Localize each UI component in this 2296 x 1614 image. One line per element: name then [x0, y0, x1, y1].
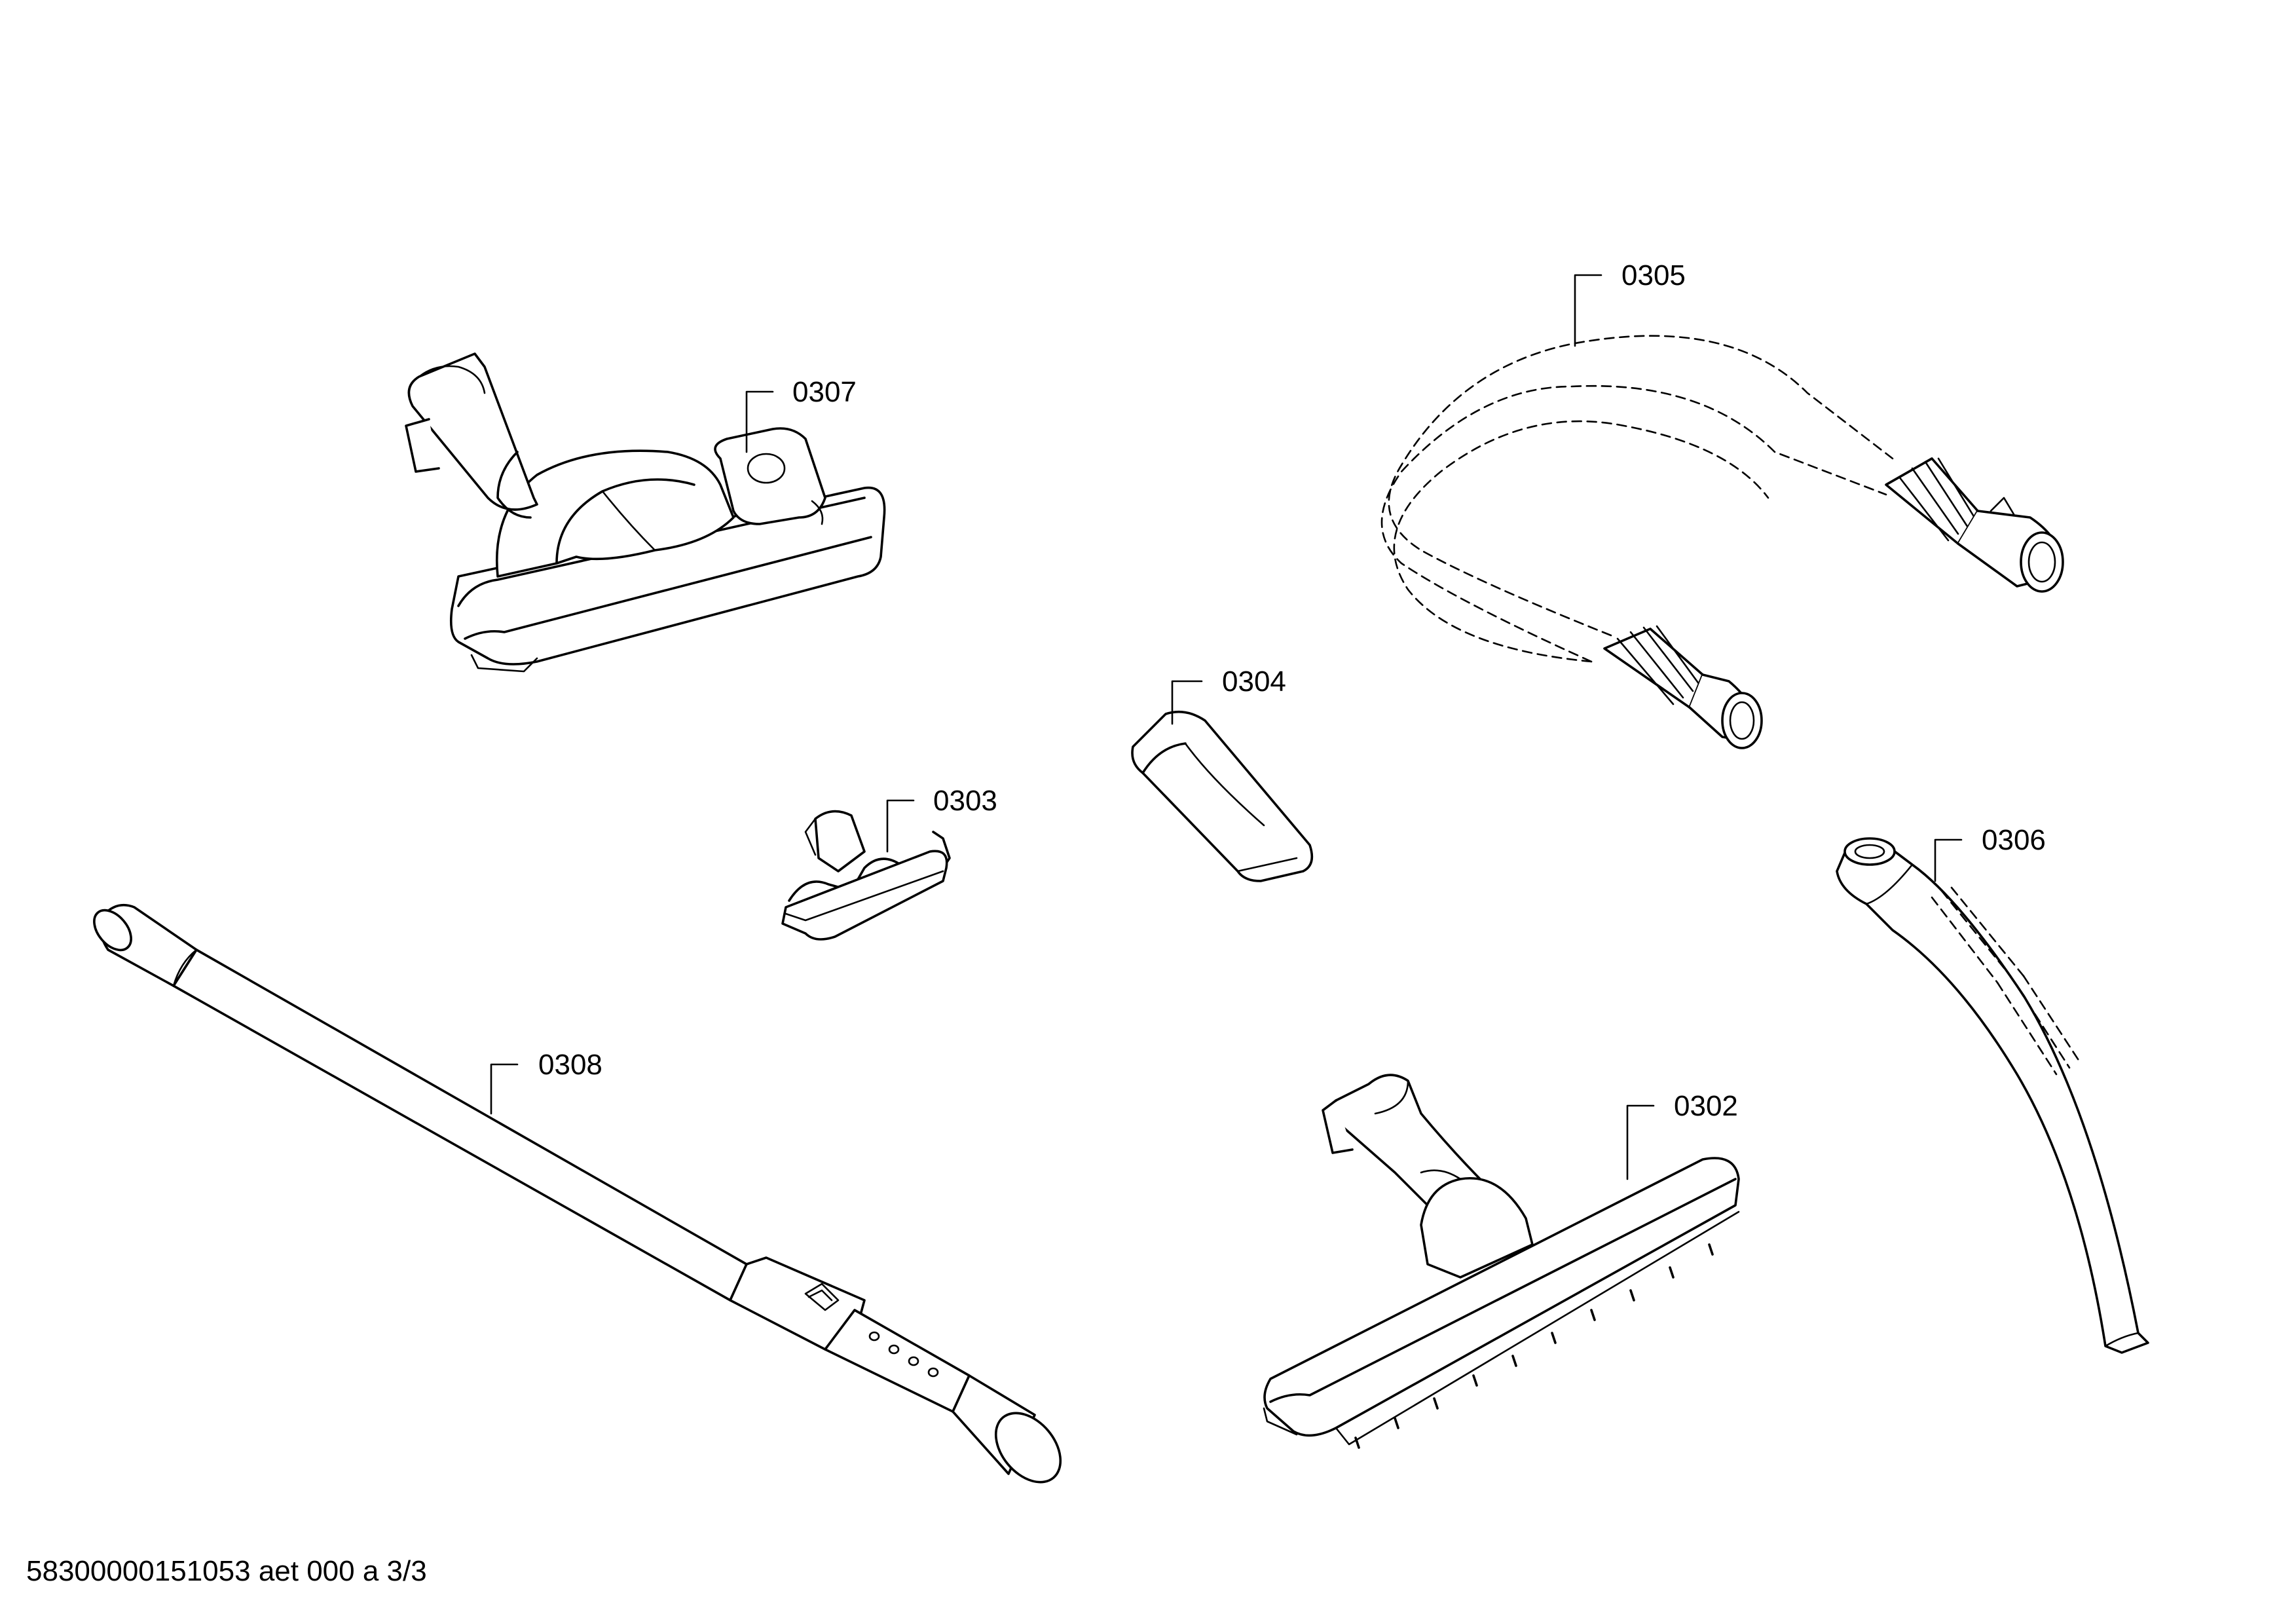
leader-0302 [1626, 1104, 1655, 1180]
leader-0305 [1574, 274, 1602, 347]
grip-texture [1931, 886, 2081, 1076]
part-0304-crevice-nozzle [1131, 710, 1314, 882]
part-0303-upholstery-nozzle [781, 810, 951, 941]
callout-0306: 0306 [1982, 824, 2046, 856]
part-0302-parquet-nozzle [1263, 1074, 1740, 1449]
leader-0303 [886, 799, 915, 853]
bristle-strip [1354, 1243, 1714, 1449]
callout-0302: 0302 [1674, 1090, 1738, 1122]
part-0307-floor-nozzle [405, 352, 886, 673]
callout-0307: 0307 [792, 376, 857, 408]
leader-0307 [745, 390, 774, 453]
part-0308-telescopic-tube [93, 903, 1062, 1484]
leader-0304 [1171, 680, 1203, 725]
leader-0306 [1934, 838, 1963, 882]
document-code: 58300000151053 aet 000 a 3/3 [26, 1555, 427, 1587]
part-0305-suction-hose [1380, 335, 2064, 749]
part-0306-hose-handle [1836, 837, 2149, 1354]
callout-0305: 0305 [1621, 259, 1686, 291]
callout-0303: 0303 [933, 785, 997, 817]
callout-0304: 0304 [1222, 666, 1286, 698]
callout-0308: 0308 [538, 1049, 602, 1081]
leader-0308 [490, 1063, 519, 1115]
